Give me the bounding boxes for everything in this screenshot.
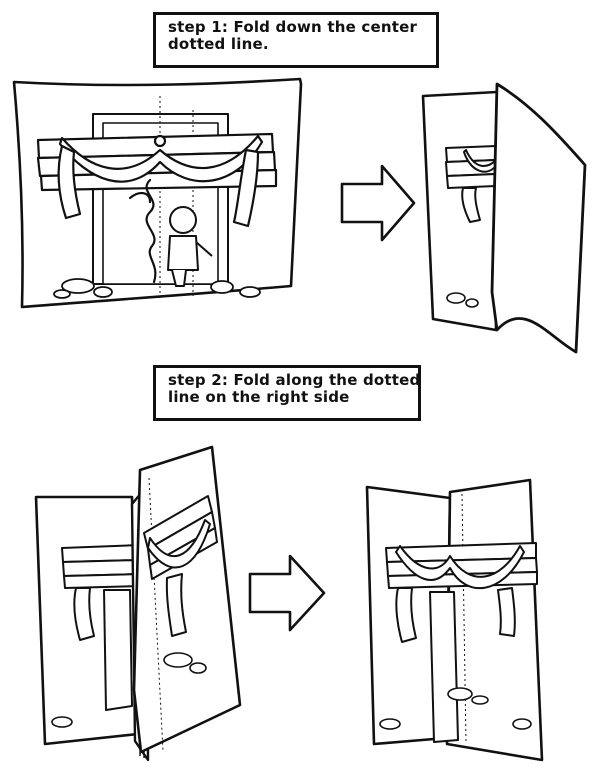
cross-with-drape-illustration bbox=[385, 542, 538, 743]
rocks-illustration bbox=[446, 292, 479, 308]
cross-with-drape-illustration bbox=[445, 145, 497, 223]
jesus-figure-illustration bbox=[167, 206, 213, 287]
step-1-label-line-2: dotted line. bbox=[168, 35, 269, 53]
cross-with-drape-illustration bbox=[36, 132, 278, 228]
step-2-label-line-2: line on the right side bbox=[168, 388, 350, 406]
cross-with-drape-illustration bbox=[61, 544, 141, 711]
step-2-label-line-1: step 2: Fold along the dotted bbox=[168, 371, 421, 389]
rocks-illustration bbox=[51, 652, 207, 728]
step-2-label: step 2: Fold along the dotted line on th… bbox=[153, 365, 421, 421]
step-1-label: step 1: Fold down the center dotted line… bbox=[153, 12, 439, 68]
step-1-label-line-1: step 1: Fold down the center bbox=[168, 18, 418, 36]
cross-with-drape-illustration bbox=[143, 495, 218, 637]
serpent-illustration bbox=[128, 178, 157, 284]
rocks-illustration bbox=[379, 687, 532, 730]
rocks-illustration bbox=[53, 278, 261, 299]
